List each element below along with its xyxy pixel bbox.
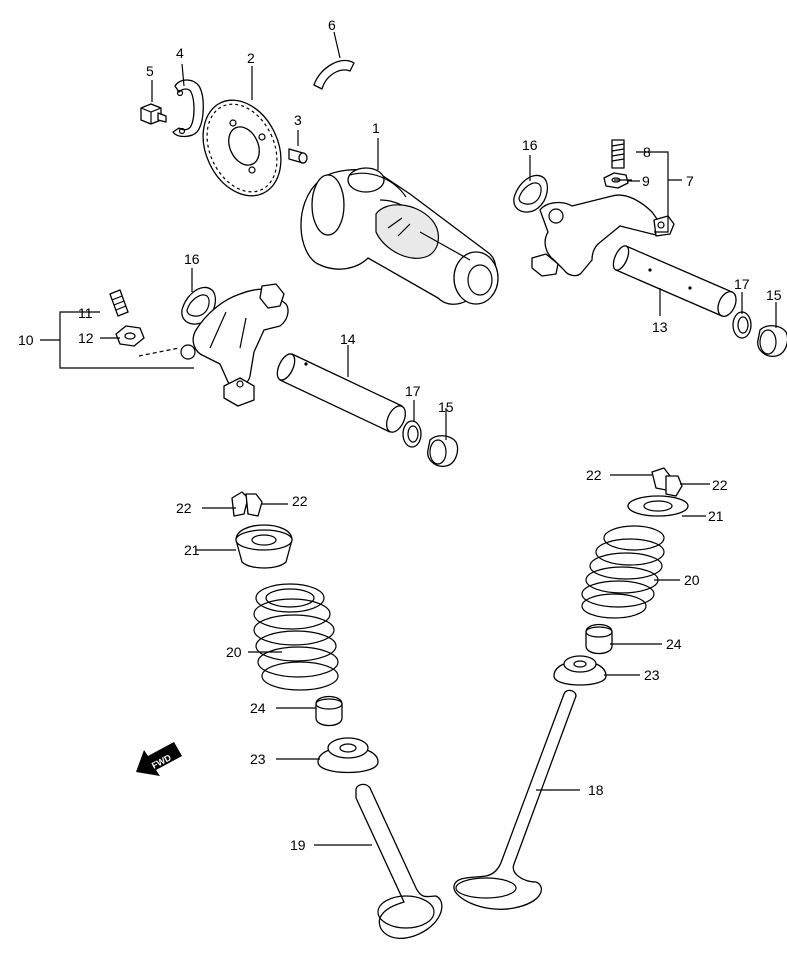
- callout-12: 12: [78, 330, 94, 346]
- callout-7: 7: [686, 173, 694, 189]
- callout-17-left: 17: [405, 383, 421, 399]
- callout-20-right: 20: [684, 572, 700, 588]
- exhaust-valve-part: [453, 689, 577, 910]
- callout-21-right: 21: [708, 508, 724, 524]
- callout-23-right: 23: [644, 667, 660, 683]
- callout-15-left: 15: [438, 399, 454, 415]
- adjusting-screw-left-part: [109, 289, 129, 317]
- callout-22-right-a: 22: [586, 467, 602, 483]
- intake-valve-part: [355, 783, 443, 939]
- callout-16-left: 16: [184, 251, 200, 267]
- cotters-right-part: [651, 467, 683, 497]
- callout-13: 13: [652, 319, 668, 335]
- bracket-7: [654, 151, 682, 233]
- rocker-arm-left-part: [180, 283, 289, 407]
- spring-retainer-left-part: [235, 524, 293, 569]
- camshaft-part: [300, 167, 499, 305]
- adjusting-screw-right-part: [611, 139, 625, 169]
- callout-6: 6: [328, 17, 336, 33]
- o-ring-right-part: [513, 174, 549, 213]
- stem-seal-left-part: [315, 695, 343, 727]
- sprocket-pin-part: [288, 148, 308, 164]
- callout-14: 14: [340, 331, 356, 347]
- callout-20-left: 20: [226, 644, 242, 660]
- callout-24-left: 24: [250, 700, 266, 716]
- stem-seal-right-part: [585, 623, 613, 655]
- callout-11: 11: [78, 305, 93, 321]
- cam-sprocket-part: [202, 99, 282, 197]
- spring-seat-right-part: [553, 655, 607, 686]
- callout-3: 3: [294, 112, 302, 128]
- callout-23-left: 23: [250, 751, 266, 767]
- callout-16-right: 16: [522, 137, 538, 153]
- leader-lines: [100, 31, 777, 846]
- lock-washer-part: [172, 79, 204, 138]
- callout-15-right: 15: [766, 287, 782, 303]
- callout-labels: 1 2 3 4 5 6 7 8 9 10 11 12 13 14 15 15 1…: [18, 17, 782, 853]
- callout-18: 18: [588, 782, 604, 798]
- rocker-arm-right-part: [531, 194, 675, 277]
- bracket-10: [40, 311, 194, 369]
- rocker-shaft-right-part: [612, 245, 737, 317]
- cotters-left-part: [231, 491, 263, 517]
- callout-19: 19: [290, 837, 306, 853]
- spring-retainer-right-part: [627, 495, 689, 517]
- fwd-arrow-icon: FWD: [136, 742, 182, 776]
- shaft-plug-right-part: [757, 325, 787, 357]
- callout-17-right: 17: [734, 276, 750, 292]
- shaft-plug-left-part: [427, 435, 459, 467]
- callout-9: 9: [642, 173, 650, 189]
- sprocket-bolt-part: [140, 103, 167, 125]
- shaft-seal-left-part: [402, 420, 422, 448]
- callout-24-right: 24: [666, 636, 682, 652]
- shaft-seal-right-part: [732, 311, 752, 339]
- valve-spring-left-part: [253, 583, 339, 691]
- callout-22-right-b: 22: [712, 477, 728, 493]
- spring-seat-left-part: [317, 737, 379, 774]
- callout-10: 10: [18, 332, 34, 348]
- callout-2: 2: [247, 50, 255, 66]
- callout-4: 4: [176, 45, 184, 61]
- valve-spring-right-part: [581, 525, 665, 619]
- callout-5: 5: [146, 63, 154, 79]
- callout-1: 1: [372, 120, 380, 136]
- lock-nut-left-part: [115, 325, 145, 347]
- callout-8: 8: [643, 144, 651, 160]
- cam-stopper-part: [313, 59, 355, 90]
- rocker-shaft-left-part: [276, 353, 407, 433]
- callout-22-left-b: 22: [292, 493, 308, 509]
- callout-22-left-a: 22: [176, 500, 192, 516]
- callout-21-left: 21: [184, 542, 200, 558]
